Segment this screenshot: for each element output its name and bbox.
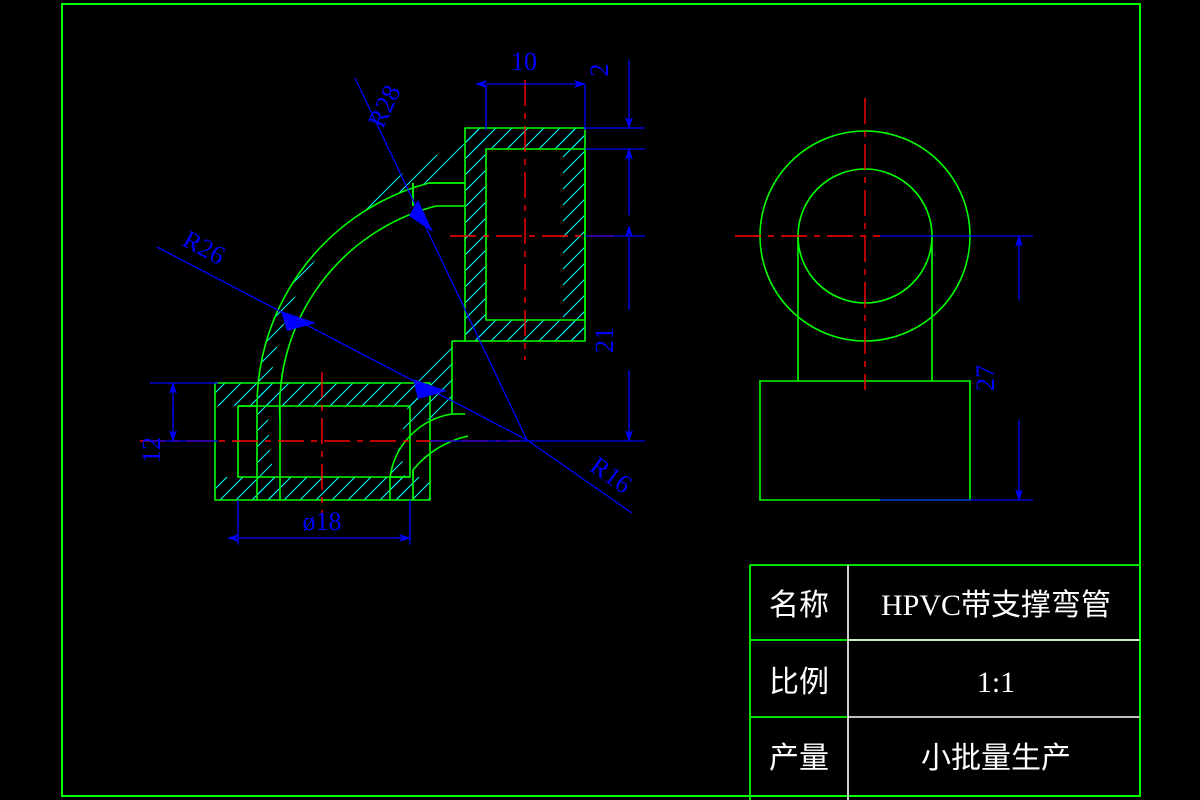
dim-label-12: 12 (137, 437, 166, 463)
dim-label-r28: R28 (362, 81, 407, 133)
bend-outer-arc-inside (278, 205, 465, 500)
section-view-elbow[interactable] (140, 80, 620, 520)
support-base-block (759, 380, 971, 501)
frame-border (61, 3, 1141, 797)
bend-upper-ledge (412, 182, 465, 206)
arrowhead-r28 (409, 200, 433, 232)
side-view-centerlines (735, 98, 880, 390)
dim-label-21: 21 (590, 327, 619, 353)
dimension-10[interactable] (475, 80, 586, 130)
title-block-text: 名称 HPVC带支撑弯管 比例 1:1 产量 小批量生产 (769, 589, 1111, 775)
dim-label-r16: R16 (585, 451, 637, 500)
title-block-label-name: 名称 (769, 589, 829, 622)
arrowhead-r26-inner (413, 379, 447, 399)
upper-flange-bore (485, 148, 586, 321)
arrowhead-r26-outer (281, 311, 316, 331)
dimension-diameter-18[interactable] (227, 500, 411, 545)
dimension-2[interactable] (585, 60, 645, 215)
dimension-r28[interactable] (354, 77, 528, 441)
dim-label-10: 10 (511, 47, 537, 76)
dim-label-r26: R26 (178, 225, 230, 271)
dim-label-diameter-18: ø18 (303, 507, 342, 536)
upper-flange-outer (464, 127, 586, 342)
dimension-r26[interactable] (156, 246, 528, 441)
leader-line-r16 (526, 439, 633, 514)
dim-label-27: 27 (971, 365, 1000, 391)
title-block-value-name: HPVC带支撑弯管 (881, 589, 1111, 622)
dimension-27[interactable] (880, 235, 1033, 501)
bend-inner-arc-outside (389, 413, 465, 500)
lower-flange-outer (214, 382, 431, 501)
dimension-12[interactable] (150, 382, 218, 442)
bend-lower-ledge-right (390, 470, 414, 478)
section-hatching (215, 128, 585, 500)
elbow-outlines (214, 127, 586, 501)
title-block-value-output: 小批量生产 (921, 742, 1071, 775)
hatch-upper-left-wall (465, 128, 486, 340)
leader-line-r28 (354, 77, 528, 441)
bend-inner-arc-inside (412, 435, 469, 500)
dimension-layer[interactable] (150, 60, 1033, 545)
title-block-label-output: 产量 (769, 742, 829, 775)
drawing-frame (61, 3, 1141, 797)
title-block-value-scale: 1:1 (977, 666, 1015, 699)
bend-outer-arc-outside (256, 182, 465, 500)
title-block[interactable]: 名称 HPVC带支撑弯管 比例 1:1 产量 小批量生产 (749, 564, 1140, 800)
dimension-21[interactable] (430, 225, 645, 442)
leader-line-r26 (156, 246, 528, 441)
title-block-label-scale: 比例 (769, 666, 829, 699)
title-block-rules (847, 565, 1140, 800)
hatch-inner-bend-wall (390, 340, 452, 500)
dim-label-2: 2 (585, 64, 614, 77)
right-side-view[interactable] (735, 98, 971, 501)
dimension-r16[interactable] (526, 439, 633, 514)
hatch-upper-right-wall (563, 128, 585, 340)
